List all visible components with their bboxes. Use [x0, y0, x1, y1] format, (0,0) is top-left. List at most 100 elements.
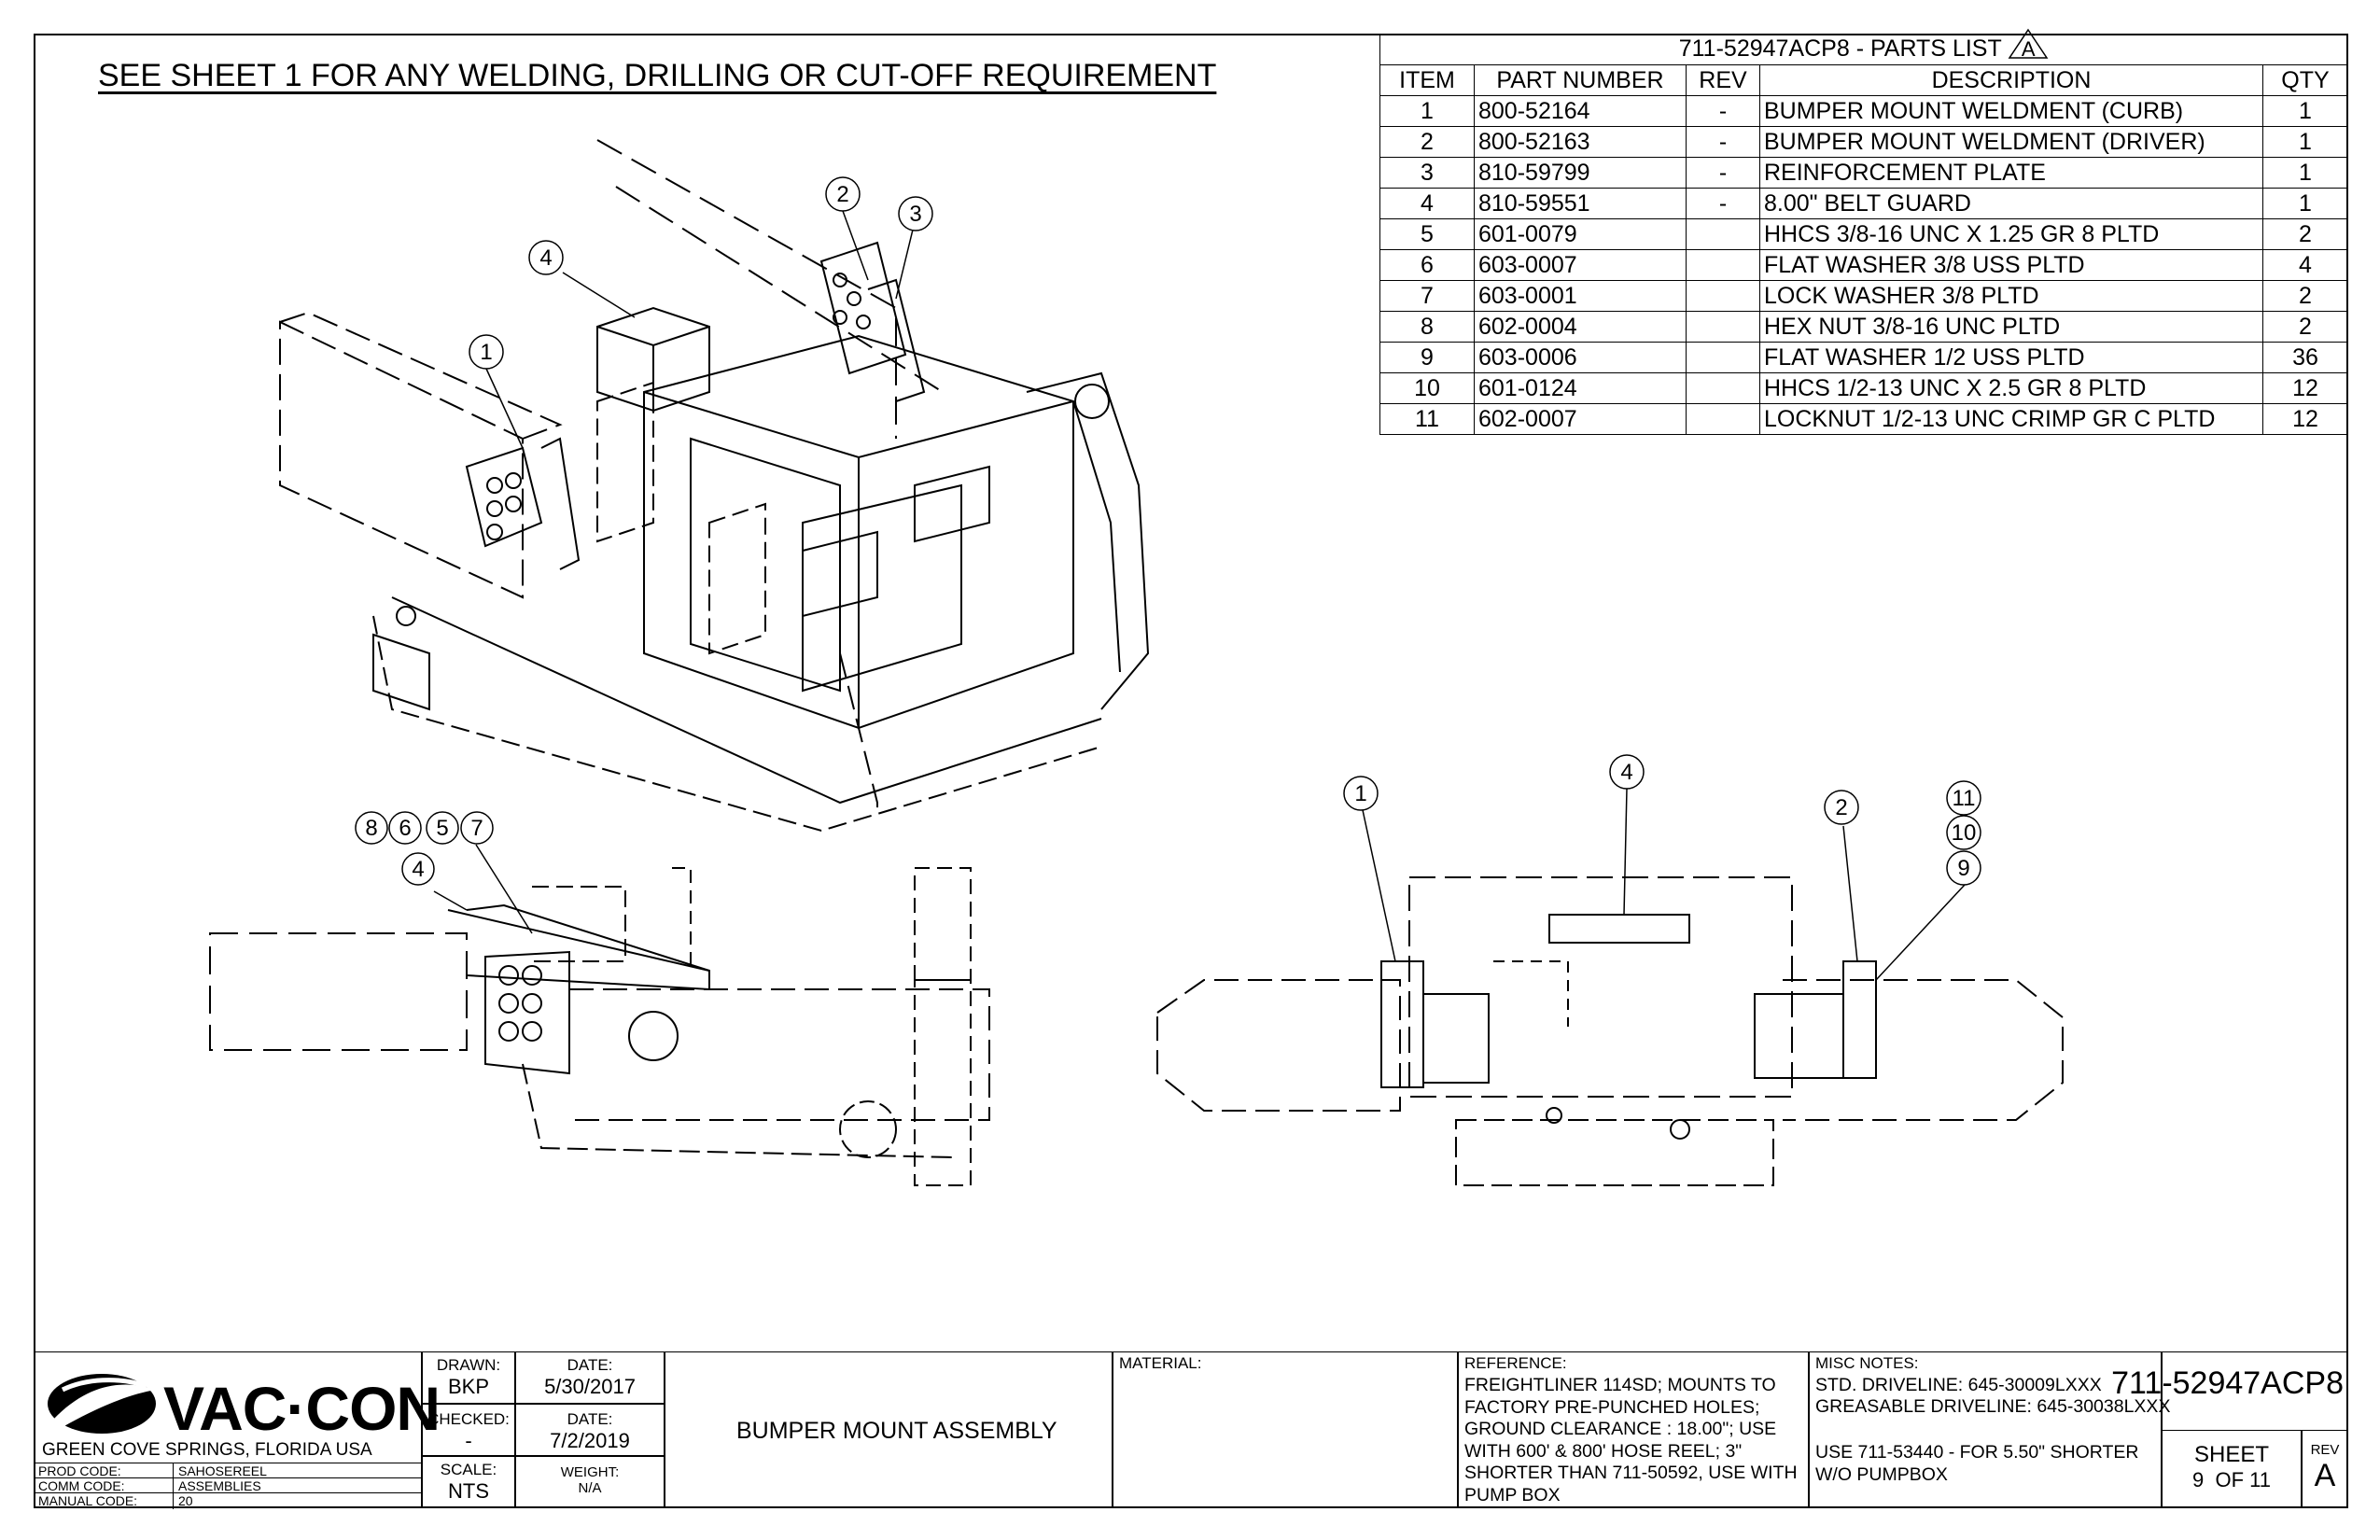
cell-part-number: 601-0079 [1474, 218, 1687, 250]
cell-description: LOCKNUT 1/2-13 UNC CRIMP GR C PLTD [1759, 403, 2263, 435]
cell-qty: 1 [2262, 188, 2348, 219]
reference-cell: REFERENCE: FREIGHTLINER 114SD; MOUNTS TO… [1458, 1351, 1809, 1508]
drawing-title-cell: BUMPER MOUNT ASSEMBLY [665, 1351, 1113, 1508]
revision-triangle: A [2008, 28, 2049, 63]
drawn-label: DRAWN: [436, 1356, 501, 1374]
cell-qty: 36 [2262, 342, 2348, 373]
date-label: DATE: [567, 1356, 613, 1374]
material-label: MATERIAL: [1119, 1354, 1202, 1372]
comm-code-label: COMM CODE: [38, 1478, 125, 1493]
company-location: GREEN COVE SPRINGS, FLORIDA USA [42, 1440, 372, 1460]
drawn-by: BKP [447, 1375, 490, 1398]
misc-note-line: GREASABLE DRIVELINE: 645-30038LXXX [1815, 1396, 2171, 1417]
revision-mark: A [2021, 37, 2036, 62]
company-name: VAC·CON [163, 1374, 441, 1443]
parts-list-title-text: 711-52947ACP8 - PARTS LIST [1678, 35, 2002, 62]
vaccon-swoosh-logo [48, 1374, 156, 1434]
cell-rev: - [1686, 157, 1760, 189]
cell-item: 6 [1379, 249, 1475, 281]
date-label: DATE: [567, 1410, 613, 1428]
cell-item: 9 [1379, 342, 1475, 373]
parts-list-title: 711-52947ACP8 - PARTS LIST A [1379, 28, 2348, 65]
cell-rev [1686, 311, 1760, 343]
prod-code-label: PROD CODE: [38, 1463, 121, 1478]
checked-date-cell: DATE: 7/2/2019 [515, 1404, 665, 1456]
title-block: VAC·CON GREEN COVE SPRINGS, FLORIDA USA … [34, 1351, 2348, 1509]
side-view [209, 867, 990, 1186]
sheet-note: SEE SHEET 1 FOR ANY WELDING, DRILLING OR… [98, 58, 1217, 93]
misc-notes-cell: MISC NOTES: STD. DRIVELINE: 645-30009LXX… [1809, 1351, 2170, 1508]
cell-description: BUMPER MOUNT WELDMENT (DRIVER) [1759, 126, 2263, 158]
drawn-cell: DRAWN: BKP [422, 1351, 515, 1404]
cell-part-number: 810-59551 [1474, 188, 1687, 219]
scale: NTS [448, 1479, 489, 1503]
cell-qty: 12 [2262, 403, 2348, 435]
leader-lines [433, 210, 1966, 981]
parts-list-table: 711-52947ACP8 - PARTS LIST A ITEM PART N… [1379, 28, 2348, 435]
isometric-view [279, 139, 1150, 833]
cell-part-number: 601-0124 [1474, 372, 1687, 404]
drawn-date-cell: DATE: 5/30/2017 [515, 1351, 665, 1404]
drawing-views [209, 139, 2064, 1186]
cell-description: LOCK WASHER 3/8 PLTD [1759, 280, 2263, 312]
cell-rev [1686, 372, 1760, 404]
company-cell: VAC·CON GREEN COVE SPRINGS, FLORIDA USA … [34, 1351, 441, 1509]
misc-note-line: USE 711-53440 - FOR 5.50" SHORTER W/O PU… [1815, 1442, 2139, 1485]
cell-rev [1686, 280, 1760, 312]
scale-label: SCALE: [440, 1461, 497, 1478]
parts-list-header-row: ITEM PART NUMBER REV DESCRIPTION QTY [1379, 64, 2348, 96]
checked-by: - [465, 1429, 472, 1452]
col-header-qty: QTY [2262, 64, 2348, 96]
cell-qty: 4 [2262, 249, 2348, 281]
cell-part-number: 800-52164 [1474, 95, 1687, 127]
cell-qty: 1 [2262, 157, 2348, 189]
cell-qty: 2 [2262, 280, 2348, 312]
cell-description: HEX NUT 3/8-16 UNC PLTD [1759, 311, 2263, 343]
cell-qty: 2 [2262, 311, 2348, 343]
scale-cell: SCALE: NTS [422, 1456, 515, 1508]
cell-item: 1 [1379, 95, 1475, 127]
col-header-part-number: PART NUMBER [1474, 64, 1687, 96]
checked-label: CHECKED: [427, 1410, 510, 1428]
weight-cell: WEIGHT: N/A [515, 1456, 665, 1508]
col-header-item: ITEM [1379, 64, 1475, 96]
checked-cell: CHECKED: - [422, 1404, 515, 1456]
sheet-cell: SHEET 9 OF 11 [2162, 1430, 2302, 1508]
drawing-title: BUMPER MOUNT ASSEMBLY [736, 1418, 1057, 1444]
weight-label: WEIGHT: [560, 1464, 620, 1480]
sheet-label: SHEET [2193, 1442, 2269, 1467]
cell-item: 11 [1379, 403, 1475, 435]
cell-item: 3 [1379, 157, 1475, 189]
misc-notes-label: MISC NOTES: [1815, 1354, 1919, 1372]
manual-code-label: MANUAL CODE: [38, 1493, 138, 1508]
cell-qty: 12 [2262, 372, 2348, 404]
weight: N/A [578, 1480, 602, 1496]
top-view [1156, 876, 2064, 1186]
misc-note-line: STD. DRIVELINE: 645-30009LXXX [1815, 1375, 2102, 1395]
cell-description: BUMPER MOUNT WELDMENT (CURB) [1759, 95, 2263, 127]
cell-part-number: 602-0007 [1474, 403, 1687, 435]
prod-code: SAHOSEREEL [178, 1463, 267, 1478]
drawing-number: 711-52947ACP8 [2111, 1365, 2344, 1401]
reference-label: REFERENCE: [1464, 1354, 1567, 1372]
cell-rev [1686, 403, 1760, 435]
manual-code: 20 [178, 1493, 193, 1508]
cell-item: 5 [1379, 218, 1475, 250]
cell-rev [1686, 342, 1760, 373]
drawn-date: 5/30/2017 [544, 1375, 636, 1398]
checked-date: 7/2/2019 [550, 1429, 630, 1452]
rev-value: A [2314, 1458, 2336, 1493]
reference-text: FREIGHTLINER 114SD; MOUNTS TO FACTORY PR… [1464, 1375, 1798, 1505]
cell-part-number: 800-52163 [1474, 126, 1687, 158]
material-cell: MATERIAL: [1113, 1351, 1458, 1508]
cell-part-number: 602-0004 [1474, 311, 1687, 343]
col-header-rev: REV [1686, 64, 1760, 96]
rev-cell: REV A [2302, 1430, 2348, 1508]
